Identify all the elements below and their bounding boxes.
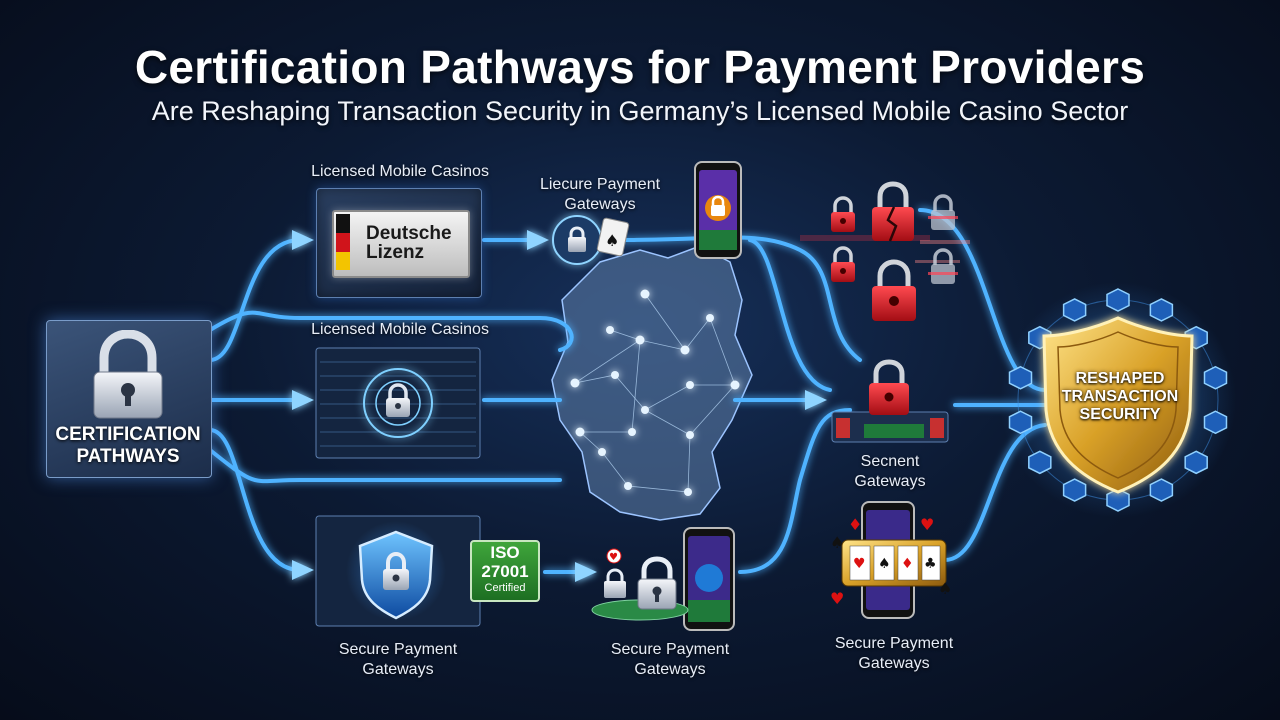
german-flag-icon bbox=[336, 214, 350, 270]
padlock-icon bbox=[604, 568, 626, 598]
deutsche-lizenz-text: Deutsche Lizenz bbox=[366, 223, 452, 263]
cube-icon bbox=[1203, 365, 1228, 390]
compromised-locks bbox=[800, 235, 970, 263]
cube-icon bbox=[1062, 478, 1087, 502]
svg-text:♠: ♠ bbox=[830, 533, 844, 552]
glitched-lock-icon bbox=[928, 248, 958, 284]
secure-gateways-left-label: Secure Payment Gateways bbox=[338, 641, 458, 678]
cube-icon bbox=[1203, 410, 1228, 435]
padlock-icon bbox=[637, 556, 677, 610]
licensed-casinos-top-label: Licensed Mobile Casinos bbox=[311, 163, 489, 180]
red-lock-icon bbox=[831, 246, 855, 282]
svg-text:♥: ♥ bbox=[853, 556, 866, 572]
svg-text:♠: ♠ bbox=[938, 579, 952, 598]
iso-badge-line2: 27001 bbox=[481, 562, 529, 581]
svg-text:♥: ♥ bbox=[609, 552, 618, 563]
reshaped-security-label: RESHAPED TRANSACTION SECURITY bbox=[1061, 370, 1179, 423]
glitched-lock-icon bbox=[928, 194, 958, 230]
padlock-icon bbox=[386, 383, 410, 417]
germany-map bbox=[551, 245, 753, 521]
page-title: Certification Pathways for Payment Provi… bbox=[134, 41, 1146, 93]
licensed-casinos-mid-label: Licensed Mobile Casinos bbox=[311, 321, 489, 338]
cube-icon bbox=[1028, 450, 1052, 475]
secnent-panel-graphic bbox=[831, 411, 949, 443]
page-subtitle: Are Reshaping Transaction Security in Ge… bbox=[151, 96, 1129, 126]
padlock-icon bbox=[383, 552, 409, 590]
phone-bottom bbox=[591, 527, 735, 631]
iso-badge-line1: ISO bbox=[490, 543, 520, 562]
red-lock-icon bbox=[831, 196, 855, 232]
broken-red-lock-icon bbox=[872, 181, 914, 242]
secure-gateways-center-label: Secure Payment Gateways bbox=[610, 641, 730, 678]
red-lock-icon bbox=[872, 259, 916, 321]
padlock-icon bbox=[93, 330, 163, 419]
secure-gateways-right-label: Secure Payment Gateways bbox=[834, 635, 954, 672]
red-lock-icon bbox=[869, 359, 909, 415]
svg-text:♥: ♥ bbox=[830, 589, 844, 608]
deutsche-lizenz-badge bbox=[332, 210, 470, 278]
cube-icon bbox=[1106, 288, 1130, 312]
svg-text:♠: ♠ bbox=[878, 556, 891, 572]
secnent-gateways-label: Secnent Gateways bbox=[854, 453, 926, 490]
slot-machine: ♥ ♠ ♦ ♣ ♠ ♥ ♥ ♦ ♠ bbox=[830, 501, 952, 619]
svg-text:♥: ♥ bbox=[920, 515, 934, 534]
svg-text:♠: ♠ bbox=[605, 231, 619, 250]
flow-arrows bbox=[292, 230, 827, 582]
cube-icon bbox=[1184, 450, 1208, 475]
phone-lock-icon bbox=[705, 195, 731, 221]
cube-icon bbox=[1149, 298, 1174, 322]
padlock-icon bbox=[568, 226, 586, 252]
cube-icon bbox=[1106, 488, 1130, 512]
svg-text:♦: ♦ bbox=[901, 556, 914, 572]
cube-icon bbox=[1008, 410, 1033, 435]
iso-badge-line3: Certified bbox=[484, 582, 526, 594]
svg-text:♣: ♣ bbox=[924, 556, 937, 572]
gold-shield bbox=[1042, 316, 1194, 494]
certification-pathways-label: CERTIFICATION PATHWAYS bbox=[55, 424, 201, 467]
svg-text:♦: ♦ bbox=[848, 515, 862, 534]
cube-icon bbox=[1149, 478, 1174, 502]
cubes bbox=[1008, 288, 1228, 512]
cube-icon bbox=[1062, 298, 1087, 322]
iso-certified-badge bbox=[470, 540, 540, 602]
liecure-gateways-label: Liecure Payment Gateways bbox=[539, 176, 661, 213]
cube-icon bbox=[1008, 365, 1033, 390]
heart-chip-icon: ♥ bbox=[606, 548, 622, 564]
